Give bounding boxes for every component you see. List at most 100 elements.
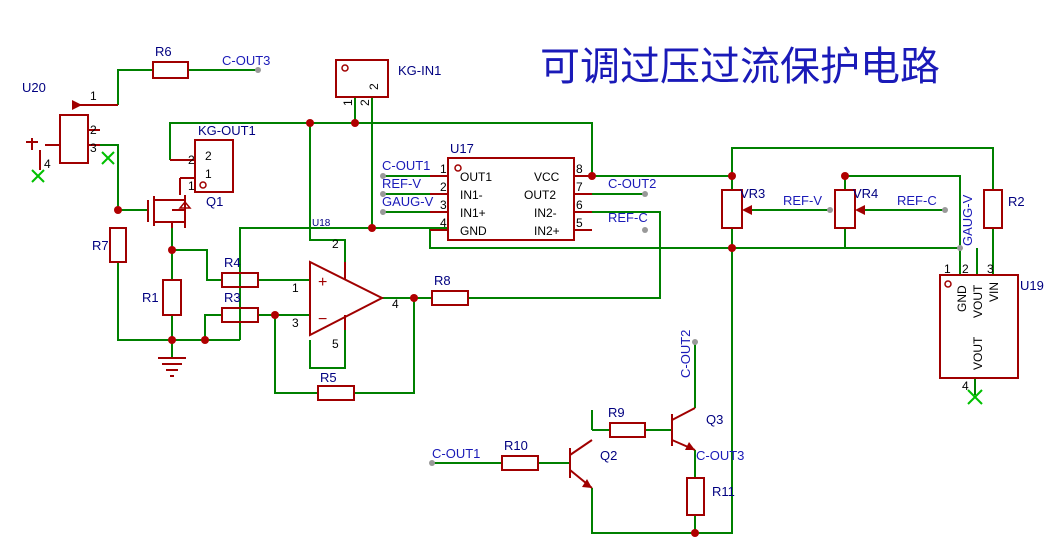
q3-label: Q3 (706, 412, 723, 427)
u17-pin1-num: 1 (440, 162, 447, 176)
r9-resistor (609, 422, 646, 438)
r5-resistor (317, 385, 355, 401)
net-c-out2-u17: C-OUT2 (608, 176, 656, 191)
u20-label: U20 (22, 80, 46, 95)
r2-label: R2 (1008, 194, 1025, 209)
r11-resistor (686, 477, 705, 516)
r8-resistor (431, 290, 469, 306)
q1-label: Q1 (206, 194, 223, 209)
net-c-out3-q3: C-OUT3 (696, 448, 744, 463)
net-ref-v-vr: REF-V (783, 193, 822, 208)
q1-mosfet (147, 195, 192, 228)
vr4-potentiometer (834, 189, 856, 229)
u19-pin4-num: 4 (962, 379, 969, 393)
r9-label: R9 (608, 405, 625, 420)
u17-pin8-name: VCC (534, 170, 560, 184)
kg-in1-pin1: 1 (341, 99, 355, 106)
r7-label: R7 (92, 238, 109, 253)
u17-pin1-name: OUT1 (460, 170, 492, 184)
kg-out1-connector (194, 139, 234, 193)
kg-in1-pin2: 2 (358, 99, 372, 106)
component-bodies (26, 59, 1019, 516)
net-endpoints (255, 67, 963, 466)
u20-pin1: 1 (90, 89, 97, 103)
q3-transistor (671, 407, 696, 451)
u18-opamp (309, 260, 385, 337)
r6-resistor (152, 61, 189, 79)
q2-transistor (569, 439, 593, 489)
u19-pin1-num: 1 (944, 262, 951, 276)
r11-label: R11 (712, 484, 735, 499)
u17-pin7-num: 7 (576, 180, 583, 194)
net-c-out2-q3: C-OUT2 (678, 330, 693, 378)
vr4-label: VR4 (853, 186, 878, 201)
vr3-potentiometer (721, 189, 743, 229)
u20-pin4: 4 (44, 157, 51, 171)
u17-pin7-name: OUT2 (524, 188, 556, 202)
u17-pin6-name: IN2- (534, 206, 557, 220)
u19-gnd-name: GND (955, 285, 969, 312)
net-ref-c-vr: REF-C (897, 193, 937, 208)
u18-label: U18 (312, 218, 331, 229)
u19-pin3-num: 3 (987, 262, 994, 276)
u17-pin2-num: 2 (440, 180, 447, 194)
u17-pin6-num: 6 (576, 198, 583, 212)
u20-pin3: 3 (90, 141, 97, 155)
r3-label: R3 (224, 290, 241, 305)
r5-label: R5 (320, 370, 337, 385)
u20-switch (26, 100, 118, 183)
net-c-out3-top: C-OUT3 (222, 53, 270, 68)
u18-pin4: 4 (392, 297, 399, 311)
r4-label: R4 (224, 255, 241, 270)
u19-vin-name: VIN (987, 282, 1001, 302)
u17-pin4-name: GND (460, 224, 487, 238)
u18-pin1: 1 (292, 281, 299, 295)
u19-vout-name-b: VOUT (971, 336, 985, 370)
r7-resistor (109, 227, 127, 263)
u18-minus: − (318, 311, 327, 328)
u17-pin5-name: IN2+ (534, 224, 560, 238)
r10-resistor (501, 455, 539, 471)
net-c-out1-r10: C-OUT1 (432, 446, 480, 461)
kg-out1-pin2-ext: 2 (188, 153, 195, 167)
kg-out1-pin1: 1 (205, 167, 212, 181)
u17-label: U17 (450, 141, 474, 156)
kg-in1-body-pin2: 2 (367, 83, 381, 90)
kg-in1-label: KG-IN1 (398, 63, 441, 78)
u19-label: U19 (1020, 278, 1044, 293)
u19-vout-name-a: VOUT (971, 284, 985, 318)
u19-pin2-num: 2 (962, 262, 969, 276)
r10-label: R10 (504, 438, 528, 453)
r8-label: R8 (434, 273, 451, 288)
net-c-out1-u17: C-OUT1 (382, 158, 430, 173)
net-gaug-v-u17: GAUG-V (382, 194, 434, 209)
kg-out1-pin2: 2 (205, 149, 212, 163)
u17-pin2-name: IN1- (460, 188, 483, 202)
u17-pin3-name: IN1+ (460, 206, 486, 220)
r3-resistor (221, 307, 259, 323)
r1-label: R1 (142, 290, 159, 305)
u17-pin3-num: 3 (440, 198, 447, 212)
u17-ic (447, 157, 575, 241)
u19-regulator (939, 274, 1019, 379)
r4-resistor (221, 272, 259, 288)
kg-out1-label: KG-OUT1 (198, 123, 256, 138)
u20-pin2: 2 (90, 123, 97, 137)
u18-pin2: 2 (332, 237, 339, 251)
ground-symbol (158, 357, 186, 377)
vr3-label: VR3 (740, 186, 765, 201)
r6-label: R6 (155, 44, 172, 59)
u18-pin5: 5 (332, 337, 339, 351)
net-ref-v-u17: REF-V (382, 176, 421, 191)
net-gaug-v-u19: GAUG-V (960, 194, 975, 246)
u18-pin3: 3 (292, 316, 299, 330)
net-ref-c-u17: REF-C (608, 210, 648, 225)
kg-out1-pin1-ext: 1 (188, 179, 195, 193)
r2-resistor (983, 189, 1003, 229)
q2-label: Q2 (600, 448, 617, 463)
diagram-title: 可调过压过流保护电路 (540, 44, 940, 90)
u18-plus: + (318, 274, 327, 291)
u17-pin8-num: 8 (576, 162, 583, 176)
kg-in1-connector (335, 59, 389, 98)
